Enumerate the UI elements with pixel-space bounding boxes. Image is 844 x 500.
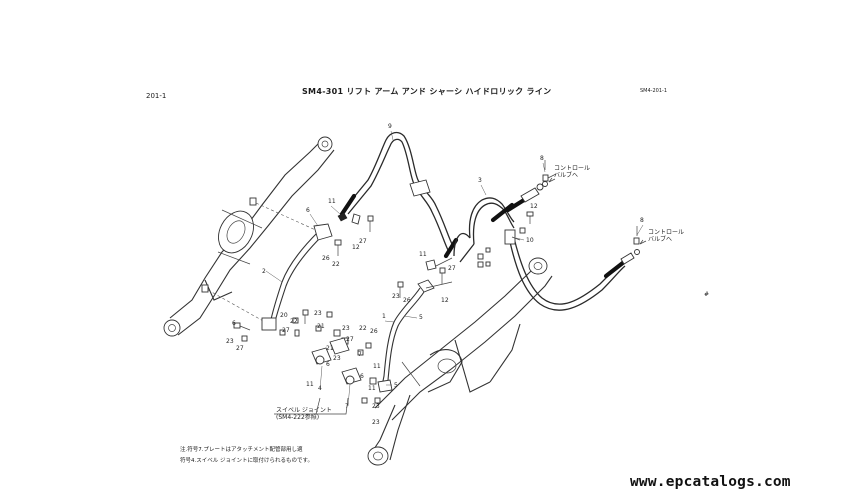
callout: 6 (360, 373, 364, 380)
callout: 23 (342, 325, 350, 332)
control-valve-label-upper-line1: コントロール (554, 165, 590, 172)
callout: 27 (236, 345, 244, 352)
callout: 23 (372, 419, 380, 426)
callout-leaders (265, 130, 644, 407)
watermark: www.epcatalogs.com (630, 474, 791, 490)
hose-line-3 (453, 160, 549, 263)
callout: 26 (370, 328, 378, 335)
callout-labels: 9 3 8 12 8 11 6 27 12 22 26 2 10 11 12 2… (226, 123, 644, 426)
callout: 23 (333, 355, 341, 362)
right-lift-arm-chassis (367, 257, 553, 466)
callout: 26 (322, 255, 330, 262)
callout: 7 (358, 351, 362, 358)
left-lift-arm (163, 136, 335, 337)
callout: 27 (346, 336, 354, 343)
callout: 3 (478, 177, 482, 184)
callout: 23 (372, 403, 380, 410)
callout: 12 (441, 297, 449, 304)
callout: 8 (640, 217, 644, 224)
callout: 21 (326, 345, 334, 352)
callout: 12 (352, 244, 360, 251)
hose-line-9 (337, 131, 459, 267)
corner-mark: # (704, 291, 709, 298)
callout: 6 (326, 361, 330, 368)
fittings (233, 211, 534, 404)
callout: 22 (332, 261, 340, 268)
callout: 22 (359, 325, 367, 332)
callout: 11 (419, 251, 427, 258)
page-number: 201-1 (146, 92, 167, 100)
callout: 20 (280, 312, 288, 319)
page-title: SM4-301 リフト アーム アンド シャーシ ハイドロリック ライン (302, 87, 552, 96)
pipe-2 (261, 223, 333, 331)
hose-line-right (504, 226, 640, 311)
callout: 23 (226, 338, 234, 345)
callout: 21 (317, 323, 325, 330)
callout: 5 (394, 382, 398, 389)
control-valve-label-lower: コントロール バルブへ (639, 229, 684, 245)
footnote-1: 注.符号7.プレートはアタッチメント配管部用し適 (180, 447, 303, 453)
callout: 11 (373, 363, 381, 370)
footnote-2: 符号4.スイベル ジョイントに取付けられるものです。 (180, 458, 313, 464)
callout: 27 (282, 327, 290, 334)
callout: 2 (262, 268, 266, 275)
control-valve-label-upper-line2: バルブへ (554, 171, 578, 179)
callout: 10 (526, 237, 534, 244)
page-reference: SM4-201-1 (640, 88, 668, 94)
control-valve-label-upper: コントロール バルブへ (547, 165, 590, 183)
control-valve-label-lower-line1: コントロール (648, 229, 684, 236)
swivel-joint-label: スイベル ジョイント (SM4-222参照) (274, 397, 349, 421)
callout: 26 (403, 297, 411, 304)
callout: 22 (290, 318, 298, 325)
swivel-joint-label-line2: (SM4-222参照) (276, 413, 319, 421)
callout: 11 (368, 385, 376, 392)
callout: 11 (306, 381, 314, 388)
callout: 23 (314, 310, 322, 317)
control-valve-label-lower-line2: バルブへ (648, 235, 672, 243)
callout: 23 (392, 293, 400, 300)
callout: 8 (540, 155, 544, 162)
swivel-joint-label-line1: スイベル ジョイント (276, 407, 332, 414)
callout: 12 (530, 203, 538, 210)
callout: 6 (306, 207, 310, 214)
callout: 11 (328, 198, 336, 205)
callout: 6 (232, 320, 236, 327)
callout: 1 (382, 313, 386, 320)
callout: 9 (388, 123, 392, 130)
callout: 5 (419, 314, 423, 321)
callout: 27 (359, 238, 367, 245)
callout: 27 (448, 265, 456, 272)
